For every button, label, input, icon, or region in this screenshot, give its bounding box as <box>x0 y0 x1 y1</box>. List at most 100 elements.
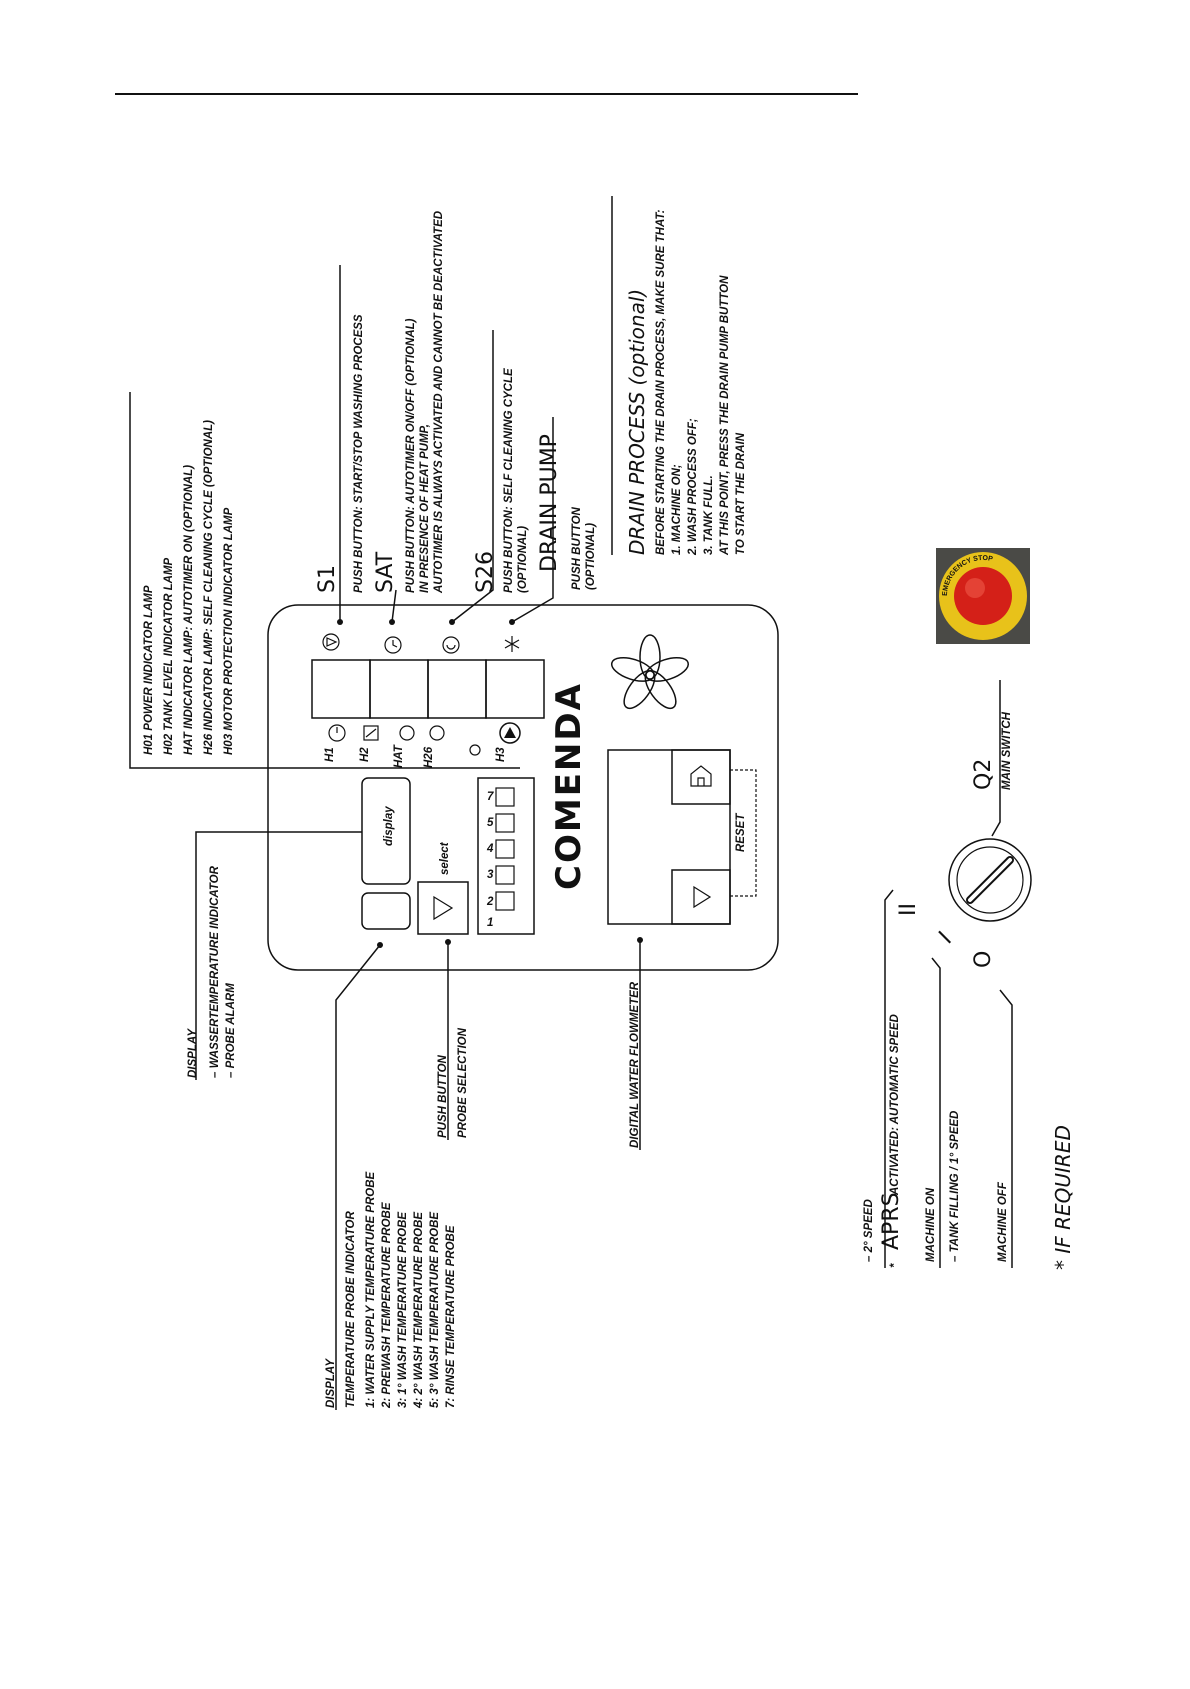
select-label: select <box>439 841 451 875</box>
s26-line2: (OPTIONAL) <box>517 526 529 593</box>
down-triangle-icon <box>693 885 712 909</box>
start-stop-icon <box>322 633 340 651</box>
svg-text:2: 2 <box>486 896 494 908</box>
svg-text:7: 7 <box>487 791 494 803</box>
probe-item-2: 2: PREWASH TEMPERATURE PROBE <box>381 1202 393 1409</box>
probe-icon-7 <box>495 787 515 807</box>
sat-line3: AUTOTIMER IS ALWAYS ACTIVATED AND CANNOT… <box>433 211 445 594</box>
switch-pos-one: I <box>935 927 957 949</box>
machine-off-label: MACHINE OFF <box>997 1181 1009 1262</box>
sat-button[interactable] <box>369 659 429 719</box>
drain-process-line6: TO START THE DRAIN <box>735 432 747 555</box>
footnote: * IF REQUIRED <box>1051 1125 1075 1270</box>
main-switch-leader <box>991 680 1001 837</box>
leader-lines <box>129 196 643 1410</box>
machine-on-label: MACHINE ON <box>925 1187 937 1262</box>
display-water-title: DISPLAY <box>187 1028 199 1078</box>
temperature-display <box>361 892 411 930</box>
probe-item-5: 5: 3° WASH TEMPERATURE PROBE <box>429 1212 441 1408</box>
autotimer-icon <box>384 636 402 654</box>
drain-pump-line2: (OPTIONAL) <box>585 523 597 590</box>
lamp-hat-desc: HAT INDICATOR LAMP: AUTOTIMER ON (OPTION… <box>183 465 195 755</box>
display-button[interactable] <box>361 777 411 885</box>
lamp-hat-label: HAT <box>393 744 405 768</box>
lamp-h2-label: H2 <box>359 747 371 762</box>
svg-text:4: 4 <box>486 843 494 855</box>
second-speed-label: – 2° SPEED <box>863 1199 875 1262</box>
machine-on-leader <box>931 957 941 1268</box>
drain-pump-button[interactable] <box>485 659 545 719</box>
aprs-star: * <box>889 1263 901 1268</box>
machine-off-leader <box>999 989 1013 1268</box>
lamp-h3 <box>499 722 521 744</box>
display-probe-title: DISPLAY <box>325 1358 337 1408</box>
lamp-h26 <box>429 725 445 741</box>
svg-text:3: 3 <box>487 869 494 881</box>
drain-process-line1: BEFORE STARTING THE DRAIN PROCESS, MAKE … <box>655 209 667 555</box>
emergency-stop-button[interactable] <box>954 567 1012 625</box>
s26-line1: PUSH BUTTON: SELF CLEANING CYCLE <box>503 368 515 593</box>
probe-icon-2 <box>495 891 515 911</box>
probe-item-3: 3: 1° WASH TEMPERATURE PROBE <box>397 1212 409 1408</box>
svg-text:1: 1 <box>487 917 493 929</box>
s26-button[interactable] <box>427 659 487 719</box>
panel-outline <box>267 604 779 971</box>
s1-button[interactable] <box>311 659 371 719</box>
sat-title: SAT <box>373 551 398 593</box>
sat-line1: PUSH BUTTON: AUTOTIMER ON/OFF (OPTIONAL) <box>405 318 417 593</box>
display-water-line2: – PROBE ALARM <box>225 983 237 1078</box>
main-switch-code: Q2 <box>971 759 996 790</box>
lamp-h02-label: H02 TANK LEVEL INDICATOR LAMP <box>163 557 175 755</box>
tank-filling-label: – TANK FILLING / 1° SPEED <box>949 1111 961 1262</box>
svg-text:5: 5 <box>487 817 494 829</box>
drain-process-line2: 1. MACHINE ON; <box>671 464 683 555</box>
flowmeter-display <box>607 749 731 925</box>
flowmeter-home-button[interactable] <box>671 749 731 805</box>
aprs-desc: ACTIVATED: AUTOMATIC SPEED <box>889 1014 901 1196</box>
probe-item-7: 7: RINSE TEMPERATURE PROBE <box>445 1225 457 1408</box>
reset-bracket <box>730 769 757 897</box>
drain-process-line4: 3. TANK FULL. <box>703 475 715 555</box>
home-icon <box>690 765 712 787</box>
main-switch[interactable] <box>948 838 1032 922</box>
flowmeter-down-button[interactable] <box>671 869 731 925</box>
lamp-h2 <box>363 725 379 741</box>
probe-numbers: 1 2 3 4 5 7 <box>486 791 494 929</box>
lamp-h1-label: H1 <box>324 747 336 762</box>
drain-pump-title: DRAIN PUMP <box>537 434 562 572</box>
lamp-h1 <box>328 724 346 742</box>
switch-pos-two: II <box>896 903 921 916</box>
flowmeter-label: DIGITAL WATER FLOWMETER <box>629 981 641 1148</box>
control-panel: H1 H2 HAT H26 H3 display select 1 2 3 4 … <box>267 604 779 971</box>
drain-process-line3: 2. WASH PROCESS OFF; <box>687 418 699 556</box>
s1-desc: PUSH BUTTON: START/STOP WASHING PROCESS <box>353 314 365 593</box>
s26-title: S26 <box>473 551 498 593</box>
brand-flower-icon <box>610 634 690 710</box>
drain-icon <box>504 636 520 652</box>
lamp-hat <box>399 725 415 741</box>
aprs-label: APRS <box>879 1192 904 1250</box>
select-button[interactable] <box>417 881 469 935</box>
brand-logo: COMENDA <box>549 682 589 890</box>
emergency-stop-image: EMERGENCY STOP <box>936 548 1030 644</box>
probe-item-4: 4: 2° WASH TEMPERATURE PROBE <box>413 1212 425 1409</box>
self-clean-icon <box>442 636 460 654</box>
drain-process-title: DRAIN PROCESS (optional) <box>625 289 649 555</box>
display-probe-subtitle: TEMPERATURE PROBE INDICATOR <box>345 1211 357 1408</box>
probe-selection-line1: PUSH BUTTON <box>437 1054 449 1138</box>
switch-pos-zero: O <box>971 951 996 968</box>
probe-item-1: 1: WATER SUPPLY TEMPERATURE PROBE <box>365 1171 377 1408</box>
probe-indicator-strip <box>477 777 535 935</box>
drain-process-line5: AT THIS POINT, PRESS THE DRAIN PUMP BUTT… <box>719 275 731 556</box>
display-button-label: display <box>383 806 395 846</box>
main-switch-label: MAIN SWITCH <box>1001 711 1013 790</box>
probe-icon-3 <box>495 865 515 885</box>
probe-icon-5 <box>495 813 515 833</box>
lamp-h26-desc: H26 INDICATOR LAMP: SELF CLEANING CYCLE … <box>203 420 215 755</box>
probe-selection-line2: PROBE SELECTION <box>457 1027 469 1138</box>
select-triangle-icon <box>433 895 454 921</box>
reset-label: RESET <box>735 813 747 852</box>
probe-icon-4 <box>495 839 515 859</box>
